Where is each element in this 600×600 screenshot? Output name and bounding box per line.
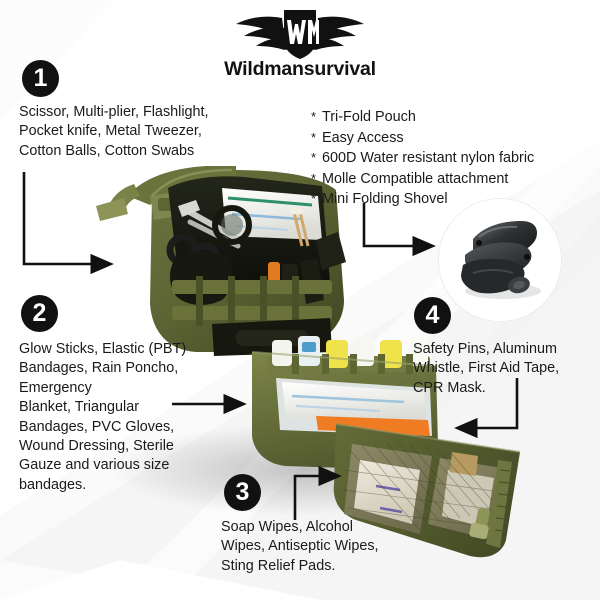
folding-shovel-icon [439, 199, 561, 321]
brand-logo: Wildmansurvival [0, 6, 600, 81]
feature-bullet-list: * Tri-Fold Pouch * Easy Access * 600D Water… [311, 107, 534, 210]
feature-item-3: * 600D Water resistant nylon fabric [311, 148, 534, 169]
brand-wordmark: Wildmansurvival [224, 58, 376, 80]
mini-folding-shovel-inset [439, 199, 561, 321]
callout-badge-2: 2 [21, 295, 58, 332]
feature-item-1: * Tri-Fold Pouch [311, 107, 534, 128]
feature-label-4: Molle Compatible attachment [322, 170, 509, 187]
bullet-star-icon: * [311, 170, 317, 186]
feature-label-1: Tri-Fold Pouch [322, 109, 416, 125]
feature-item-2: * Easy Access [311, 128, 534, 149]
bullet-star-icon: * [311, 150, 317, 166]
callout-text-2: Glow Sticks, Elastic (PBT) Bandages, Rai… [19, 341, 187, 493]
feature-label-5: Mini Folding Shovel [322, 191, 448, 208]
bullet-star-icon: * [311, 129, 317, 145]
feature-item-4: * Molle Compatible attachment [311, 169, 534, 190]
feature-item-5: * Mini Folding Shovel [311, 189, 534, 210]
callout-text-1: Scissor, Multi-plier, Flashlight, Pocket… [19, 104, 209, 159]
bullet-star-icon: * [311, 109, 317, 124]
feature-label-3: 600D Water resistant nylon fabric [322, 150, 535, 167]
arrow-callout-3 [293, 465, 342, 520]
callout-text-3: Soap Wipes, Alcohol Wipes, Antiseptic Wi… [221, 519, 379, 574]
arrow-callout-1 [22, 172, 114, 275]
callout-text-4: Safety Pins, Aluminum Whistle, First Aid… [413, 341, 560, 396]
callout-badge-4: 4 [414, 297, 451, 334]
feature-label-2: Easy Access [322, 129, 404, 146]
callout-badge-1: 1 [22, 60, 59, 97]
winged-wm-emblem-icon [236, 10, 364, 59]
bullet-star-icon: * [311, 191, 317, 207]
